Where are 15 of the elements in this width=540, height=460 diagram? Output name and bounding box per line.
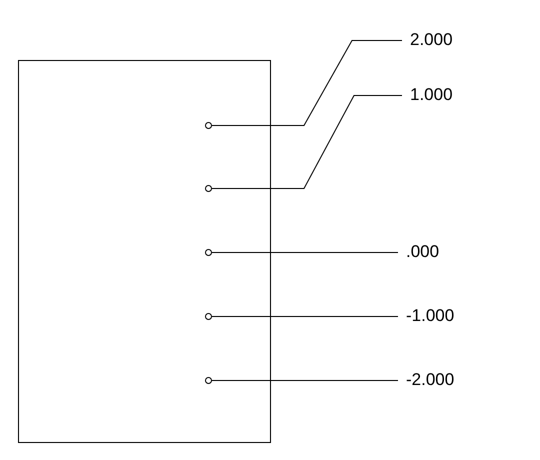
leader-line bbox=[212, 316, 398, 317]
ordinate-dimension: 1.000 bbox=[410, 85, 453, 105]
leader-line bbox=[212, 252, 398, 253]
hole-marker bbox=[204, 249, 212, 256]
ordinate-dimension: .000 bbox=[406, 242, 440, 262]
leader-line bbox=[212, 380, 398, 381]
hole-marker bbox=[204, 122, 212, 129]
ordinate-dimension: 2.000 bbox=[410, 30, 453, 50]
hole-marker bbox=[204, 377, 212, 384]
ordinate-dimension: -1.000 bbox=[406, 306, 454, 326]
hole-marker bbox=[204, 313, 212, 320]
leader-line bbox=[212, 40, 402, 126]
leader-line bbox=[212, 95, 402, 189]
hole-marker bbox=[204, 185, 212, 192]
ordinate-dimension: -2.000 bbox=[406, 370, 454, 390]
